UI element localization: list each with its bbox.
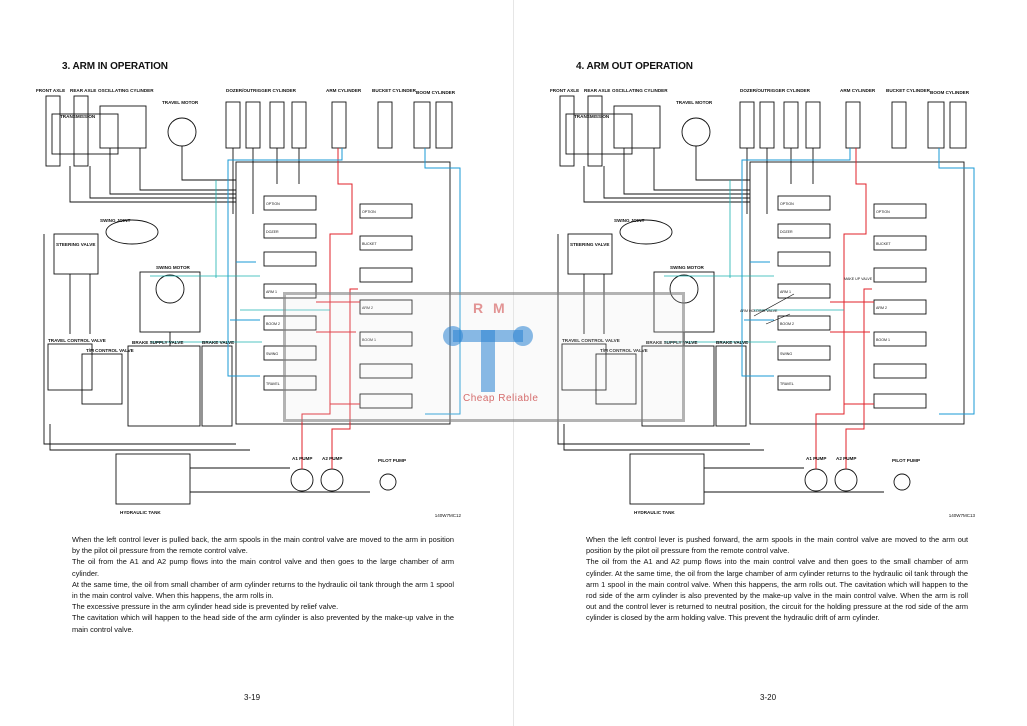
spool-label-swing: SWING	[266, 352, 278, 356]
spool-label-boom2: BOOM 2	[266, 322, 280, 326]
label-transmission: TRANSMISSION	[574, 114, 610, 119]
label-oscillating-cylinder: OSCILLATING CYLINDER	[98, 88, 154, 93]
front-axle	[45, 95, 61, 167]
label-steering-valve: STEERING VALVE	[570, 242, 609, 247]
section-title: 4. ARM OUT OPERATION	[576, 61, 693, 72]
label-travel-motor: TRAVEL MOTOR	[162, 100, 199, 105]
label-swing-motor: SWING MOTOR	[156, 265, 191, 270]
spool-label-dozer: DOZER	[266, 230, 279, 234]
label-travel-control-valve: TRAVEL CONTROL VALVE	[48, 338, 106, 343]
label-a2-pump: A2 PUMP	[322, 456, 342, 461]
spool-label-arm1: ARM 1	[266, 290, 277, 294]
label-dozer-outrigger-cylinder: DOZER/OUTRIGGER CYLINDER	[226, 88, 297, 93]
label-brake-valve: BRAKE VALVE	[716, 340, 748, 345]
label-oscillating-cylinder: OSCILLATING CYLINDER	[612, 88, 668, 93]
label-rear-axle: REAR AXLE	[584, 88, 610, 93]
body-text: When the left control lever is pushed fo…	[586, 534, 968, 624]
spool-label-arm2: ARM 2	[876, 306, 887, 310]
body-text: When the left control lever is pulled ba…	[72, 534, 454, 635]
spool-label-travel: TRAVEL	[266, 382, 280, 386]
paragraph: At the same time, the oil from small cha…	[72, 579, 454, 601]
label-brake-supply-valve: BRAKE SUPPLY VALVE	[132, 340, 183, 345]
label-boom-cylinder: BOOM CYLINDER	[930, 90, 970, 95]
spool-label-bucket: BUCKET	[362, 242, 377, 246]
section-title: 3. ARM IN OPERATION	[62, 61, 168, 72]
spool-label-option-b: OPTION	[780, 202, 794, 206]
hydraulic-circuit-diagram: FRONT AXLE REAR AXLE OSCILLATING CYLINDE…	[36, 88, 461, 515]
label-swing-joint: SWING JOINT	[614, 218, 645, 223]
label-bucket-cylinder: BUCKET CYLINDER	[886, 88, 931, 93]
spool-label-option-b: OPTION	[266, 202, 280, 206]
label-pilot-pump: PILOT PUMP	[892, 458, 920, 463]
paragraph: The oil from the A1 and A2 pump flows in…	[72, 557, 454, 578]
label-a1-pump: A1 PUMP	[806, 456, 826, 461]
label-swing-motor: SWING MOTOR	[670, 265, 705, 270]
label-dozer-outrigger-cylinder: DOZER/OUTRIGGER CYLINDER	[740, 88, 811, 93]
page-left: 3. ARM IN OPERATION	[0, 0, 513, 726]
label-brake-supply-valve: BRAKE SUPPLY VALVE	[646, 340, 697, 345]
hydraulic-circuit-diagram: FRONT AXLE REAR AXLE OSCILLATING CYLINDE…	[550, 88, 975, 515]
spool-label-option-a: OPTION	[362, 210, 376, 214]
label-travel-control-valve: TRAVEL CONTROL VALVE	[562, 338, 620, 343]
paragraph: The oil from the A1 and A2 pump flows in…	[586, 557, 968, 623]
label-a2-pump: A2 PUMP	[836, 456, 856, 461]
page-right: 4. ARM OUT OPERATION	[514, 0, 1027, 726]
paragraph: When the left control lever is pushed fo…	[586, 535, 968, 556]
page-number: 3-20	[760, 693, 777, 702]
label-brake-valve: BRAKE VALVE	[202, 340, 234, 345]
label-front-axle: FRONT AXLE	[36, 88, 65, 93]
label-tm-control-valve: T/M CONTROL VALVE	[86, 348, 134, 353]
label-pilot-pump: PILOT PUMP	[378, 458, 406, 463]
spool-label-option-a: OPTION	[876, 210, 890, 214]
arm-cylinder-symbol	[331, 101, 347, 149]
spool-label-bucket: BUCKET	[876, 242, 891, 246]
page-number: 3-19	[244, 693, 261, 702]
spool-label-boom1: BOOM 1	[362, 338, 376, 342]
travel-motor-symbol	[167, 117, 197, 147]
label-boom-cylinder: BOOM CYLINDER	[416, 90, 456, 95]
label-front-axle: FRONT AXLE	[550, 88, 579, 93]
page-divider	[513, 0, 514, 726]
spool-label-travel: TRAVEL	[780, 382, 794, 386]
spool-label-swing: SWING	[780, 352, 792, 356]
label-travel-motor: TRAVEL MOTOR	[676, 100, 713, 105]
label-arm-holding-valve: ARM HOLDING VALVE	[740, 309, 778, 313]
label-transmission: TRANSMISSION	[60, 114, 96, 119]
figure-code: 140W7MC12	[434, 513, 461, 518]
paragraph: The cavitation which will happen to the …	[72, 613, 454, 634]
label-a1-pump: A1 PUMP	[292, 456, 312, 461]
label-swing-joint: SWING JOINT	[100, 218, 131, 223]
label-arm-cylinder: ARM CYLINDER	[840, 88, 876, 93]
label-hydraulic-tank: HYDRAULIC TANK	[120, 510, 161, 515]
figure-code: 140W7MC13	[948, 513, 975, 518]
label-steering-valve: STEERING VALVE	[56, 242, 95, 247]
spool-label-boom2: BOOM 2	[780, 322, 794, 326]
spool-label-arm2: ARM 2	[362, 306, 373, 310]
label-tm-control-valve: T/M CONTROL VALVE	[600, 348, 648, 353]
label-rear-axle: REAR AXLE	[70, 88, 96, 93]
oscillating-cylinder	[99, 105, 147, 149]
spool-label-dozer: DOZER	[780, 230, 793, 234]
spool-label-arm1: ARM 1	[780, 290, 791, 294]
paragraph: When the left control lever is pulled ba…	[72, 535, 454, 556]
hydraulic-tank-symbol	[115, 453, 191, 505]
label-arm-cylinder: ARM CYLINDER	[326, 88, 362, 93]
paragraph: The excessive pressure in the arm cylind…	[72, 602, 339, 612]
label-makeup-valve: MAKE UP VALVE	[844, 277, 873, 281]
spool-label-boom1: BOOM 1	[876, 338, 890, 342]
label-hydraulic-tank: HYDRAULIC TANK	[634, 510, 675, 515]
label-bucket-cylinder: BUCKET CYLINDER	[372, 88, 417, 93]
rear-axle	[73, 95, 89, 167]
swing-joint-symbol	[105, 219, 159, 245]
